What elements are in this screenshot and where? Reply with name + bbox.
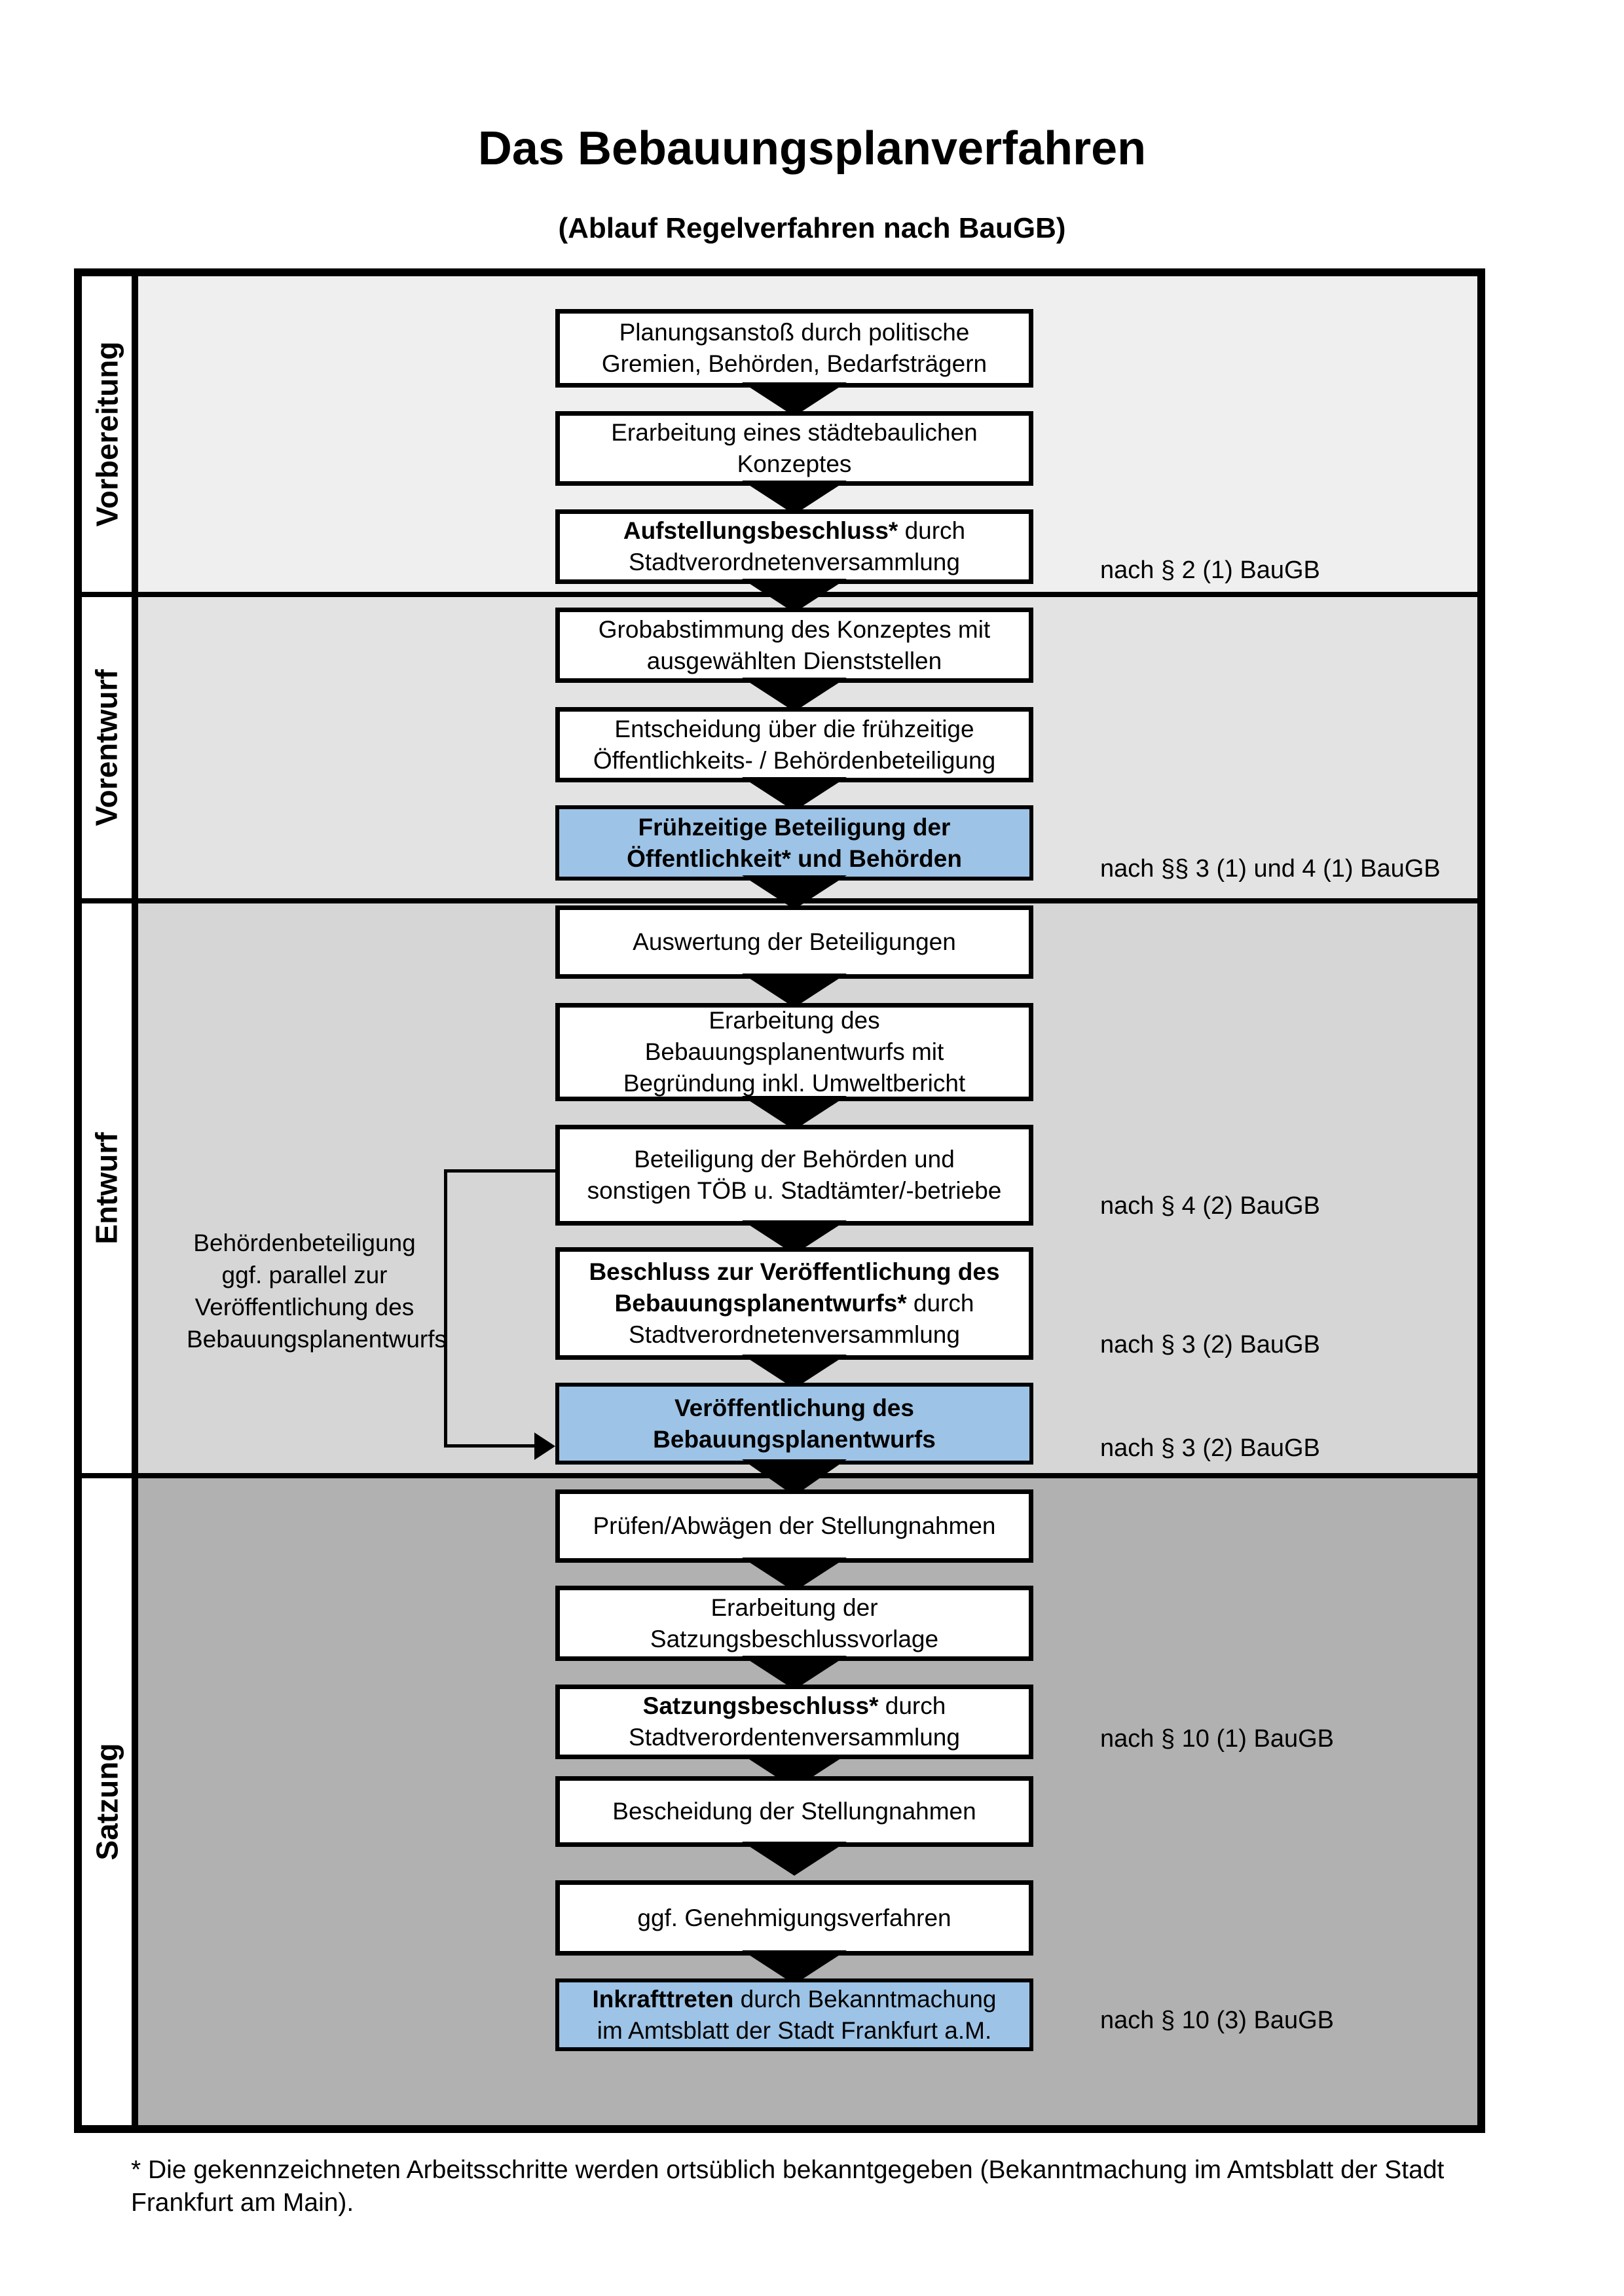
step-text-line: Gremien, Behörden, Bedarfsträgern (601, 350, 987, 377)
step-text-line: Auswertung der Beteiligungen (633, 928, 956, 955)
down-arrow-icon (742, 875, 847, 909)
step-text-bold: Inkrafttreten (592, 1985, 734, 2013)
footnote-line: * Die gekennzeichneten Arbeitsschritte w… (131, 2156, 1445, 2184)
step-text-line: Stadtverordnetenversammlung (629, 549, 960, 575)
step-text-line: Stadtverordnetenversammlung (629, 1321, 960, 1348)
flow-step-aufstellungsbeschluss: Aufstellungsbeschluss* durch Stadtverord… (555, 509, 1033, 584)
step-text-line: Planungsanstoß durch politische (619, 319, 970, 346)
legal-ref-behoerdenbeteiligung: nach § 4 (2) BauGB (1100, 1192, 1320, 1220)
step-text-line: Entscheidung über die frühzeitige (614, 715, 974, 742)
flow-step-planungsanstoss: Planungsanstoß durch politische Gremien,… (555, 309, 1033, 388)
flow-step-grobabstimmung: Grobabstimmung des Konzeptes mit ausgewä… (555, 608, 1033, 683)
step-text-line: Beteiligung der Behörden und (634, 1146, 955, 1173)
flow-step-erarbeitung-entwurf: Erarbeitung des Bebauungsplanentwurfs mi… (555, 1003, 1033, 1101)
step-text-line: Aufstellungsbeschluss* durch (623, 515, 965, 547)
step-text-rest: durch (898, 517, 966, 544)
flow-step-pruefen-abwaegen: Prüfen/Abwägen der Stellungnahmen (555, 1489, 1033, 1563)
side-note-line: Bebauungsplanentwurfs (187, 1326, 447, 1353)
down-arrow-icon (742, 481, 847, 515)
side-note-line: ggf. parallel zur (221, 1262, 388, 1288)
phase-label-cell-vorbereitung: Vorbereitung (82, 276, 138, 592)
flow-step-auswertung: Auswertung der Beteiligungen (555, 905, 1033, 979)
step-text-line: Bebauungsplanentwurfs mit (644, 1038, 944, 1065)
flow-step-bescheidung: Bescheidung der Stellungnahmen (555, 1776, 1033, 1847)
down-arrow-icon (742, 1842, 847, 1876)
step-text-line: Bebauungsplanentwurfs* durch (615, 1288, 974, 1319)
step-text-line: Prüfen/Abwägen der Stellungnahmen (593, 1512, 996, 1539)
step-text-rest: durch Bekanntmachung (733, 1985, 997, 2013)
side-note-behoerdenbeteiligung: Behördenbeteiligung ggf. parallel zur Ve… (187, 1227, 447, 1355)
step-text-line: Bescheidung der Stellungnahmen (612, 1798, 976, 1825)
step-text-line: sonstigen TÖB u. Stadtämter/-betriebe (587, 1177, 1002, 1204)
down-arrow-icon (742, 678, 847, 712)
phase-label-cell-vorentwurf: Vorentwurf (82, 597, 138, 898)
connector-line-bottom (444, 1444, 536, 1448)
down-arrow-icon (742, 1656, 847, 1690)
phase-label-cell-entwurf: Entwurf (82, 903, 138, 1473)
flow-step-genehmigungsverfahren: ggf. Genehmigungsverfahren (555, 1880, 1033, 1956)
down-arrow-icon (742, 579, 847, 613)
side-note-line: Veröffentlichung des (194, 1294, 415, 1321)
flow-step-satzungsbeschlussvorlage: Erarbeitung der Satzungsbeschlussvorlage (555, 1586, 1033, 1661)
step-text-line: ausgewählten Dienststellen (646, 647, 942, 674)
flow-step-behoerdenbeteiligung: Beteiligung der Behörden und sonstigen T… (555, 1125, 1033, 1226)
step-text-line: Satzungsbeschluss* durch (643, 1690, 946, 1722)
step-text-line: Bebauungsplanentwurfs (653, 1425, 936, 1453)
step-text-bold: Aufstellungsbeschluss* (623, 517, 898, 544)
connector-line-vertical (444, 1169, 447, 1448)
flow-step-veroeffentlichung-entwurf: Veröffentlichung des Bebauungsplanentwur… (555, 1383, 1033, 1465)
step-text-rest: durch (906, 1290, 974, 1317)
footnote: * Die gekennzeichneten Arbeitsschritte w… (131, 2154, 1519, 2219)
step-text-line: Veröffentlichung des (674, 1394, 914, 1421)
step-text-line: im Amtsblatt der Stadt Frankfurt a.M. (597, 2016, 992, 2044)
step-text-line: Konzeptes (737, 450, 852, 477)
step-text-line: ggf. Genehmigungsverfahren (637, 1904, 951, 1931)
step-text-line: Grobabstimmung des Konzeptes mit (598, 615, 991, 643)
legal-ref-satzungsbeschluss: nach § 10 (1) BauGB (1100, 1725, 1334, 1753)
step-text-line: Erarbeitung des (709, 1007, 880, 1034)
step-text-line: Öffentlichkeits- / Behördenbeteiligung (593, 746, 996, 774)
down-arrow-icon (742, 974, 847, 1008)
step-text-rest: durch (878, 1692, 946, 1719)
page-title: Das Bebauungsplanverfahren (477, 122, 1147, 175)
legal-ref-veroeffentlichungsbeschluss: nach § 3 (2) BauGB (1100, 1331, 1320, 1358)
flow-overlay: Planungsanstoß durch politische Gremien,… (82, 276, 1477, 2125)
phase-label-cell-satzung: Satzung (82, 1478, 138, 2125)
step-text-line: Frühzeitige Beteiligung der (638, 813, 951, 841)
step-text-line: Öffentlichkeit* und Behörden (627, 845, 962, 872)
connector-line-top (444, 1169, 555, 1173)
legal-ref-inkrafttreten: nach § 10 (3) BauGB (1100, 2007, 1334, 2034)
legal-ref-veroeffentlichung: nach § 3 (2) BauGB (1100, 1434, 1320, 1462)
flow-step-entscheidung-beteiligung: Entscheidung über die frühzeitige Öffent… (555, 707, 1033, 782)
flow-step-fruehzeitige-beteiligung: Frühzeitige Beteiligung der Öffentlichke… (555, 805, 1033, 881)
step-text-line: Erarbeitung der (710, 1594, 878, 1621)
footnote-line: Frankfurt am Main). (131, 2189, 354, 2217)
page-subtitle: (Ablauf Regelverfahren nach BauGB) (558, 212, 1066, 244)
step-text-line: Stadtverordentenversammlung (629, 1724, 960, 1751)
step-text-line: Beschluss zur Veröffentlichung des (589, 1258, 1000, 1285)
step-text-line: Begründung inkl. Umweltbericht (623, 1070, 966, 1097)
flow-step-veroeffentlichungsbeschluss: Beschluss zur Veröffentlichung des Bebau… (555, 1247, 1033, 1360)
flow-step-staedtebauliches-konzept: Erarbeitung eines städtebaulichen Konzep… (555, 411, 1033, 486)
connector-arrowhead-icon (534, 1432, 555, 1460)
legal-ref-fruehzeitige-beteiligung: nach §§ 3 (1) und 4 (1) BauGB (1100, 855, 1441, 883)
step-text-line: Inkrafttreten durch Bekanntmachung (593, 1984, 997, 2015)
down-arrow-icon (742, 382, 847, 416)
step-text-line: Satzungsbeschlussvorlage (650, 1625, 939, 1652)
flow-step-inkrafttreten: Inkrafttreten durch Bekanntmachung im Am… (555, 1978, 1033, 2051)
step-text-bold: Satzungsbeschluss* (642, 1692, 879, 1719)
process-board: Vorbereitung Vorentwurf Entwurf Satzung (74, 268, 1485, 2133)
down-arrow-icon (742, 1096, 847, 1130)
step-text-line: Erarbeitung eines städtebaulichen (611, 419, 978, 446)
flow-step-satzungsbeschluss: Satzungsbeschluss* durch Stadtverordente… (555, 1685, 1033, 1759)
step-text-bold: Bebauungsplanentwurfs* (614, 1290, 907, 1317)
side-note-line: Behördenbeteiligung (193, 1230, 416, 1256)
legal-ref-aufstellungsbeschluss: nach § 2 (1) BauGB (1100, 556, 1320, 584)
